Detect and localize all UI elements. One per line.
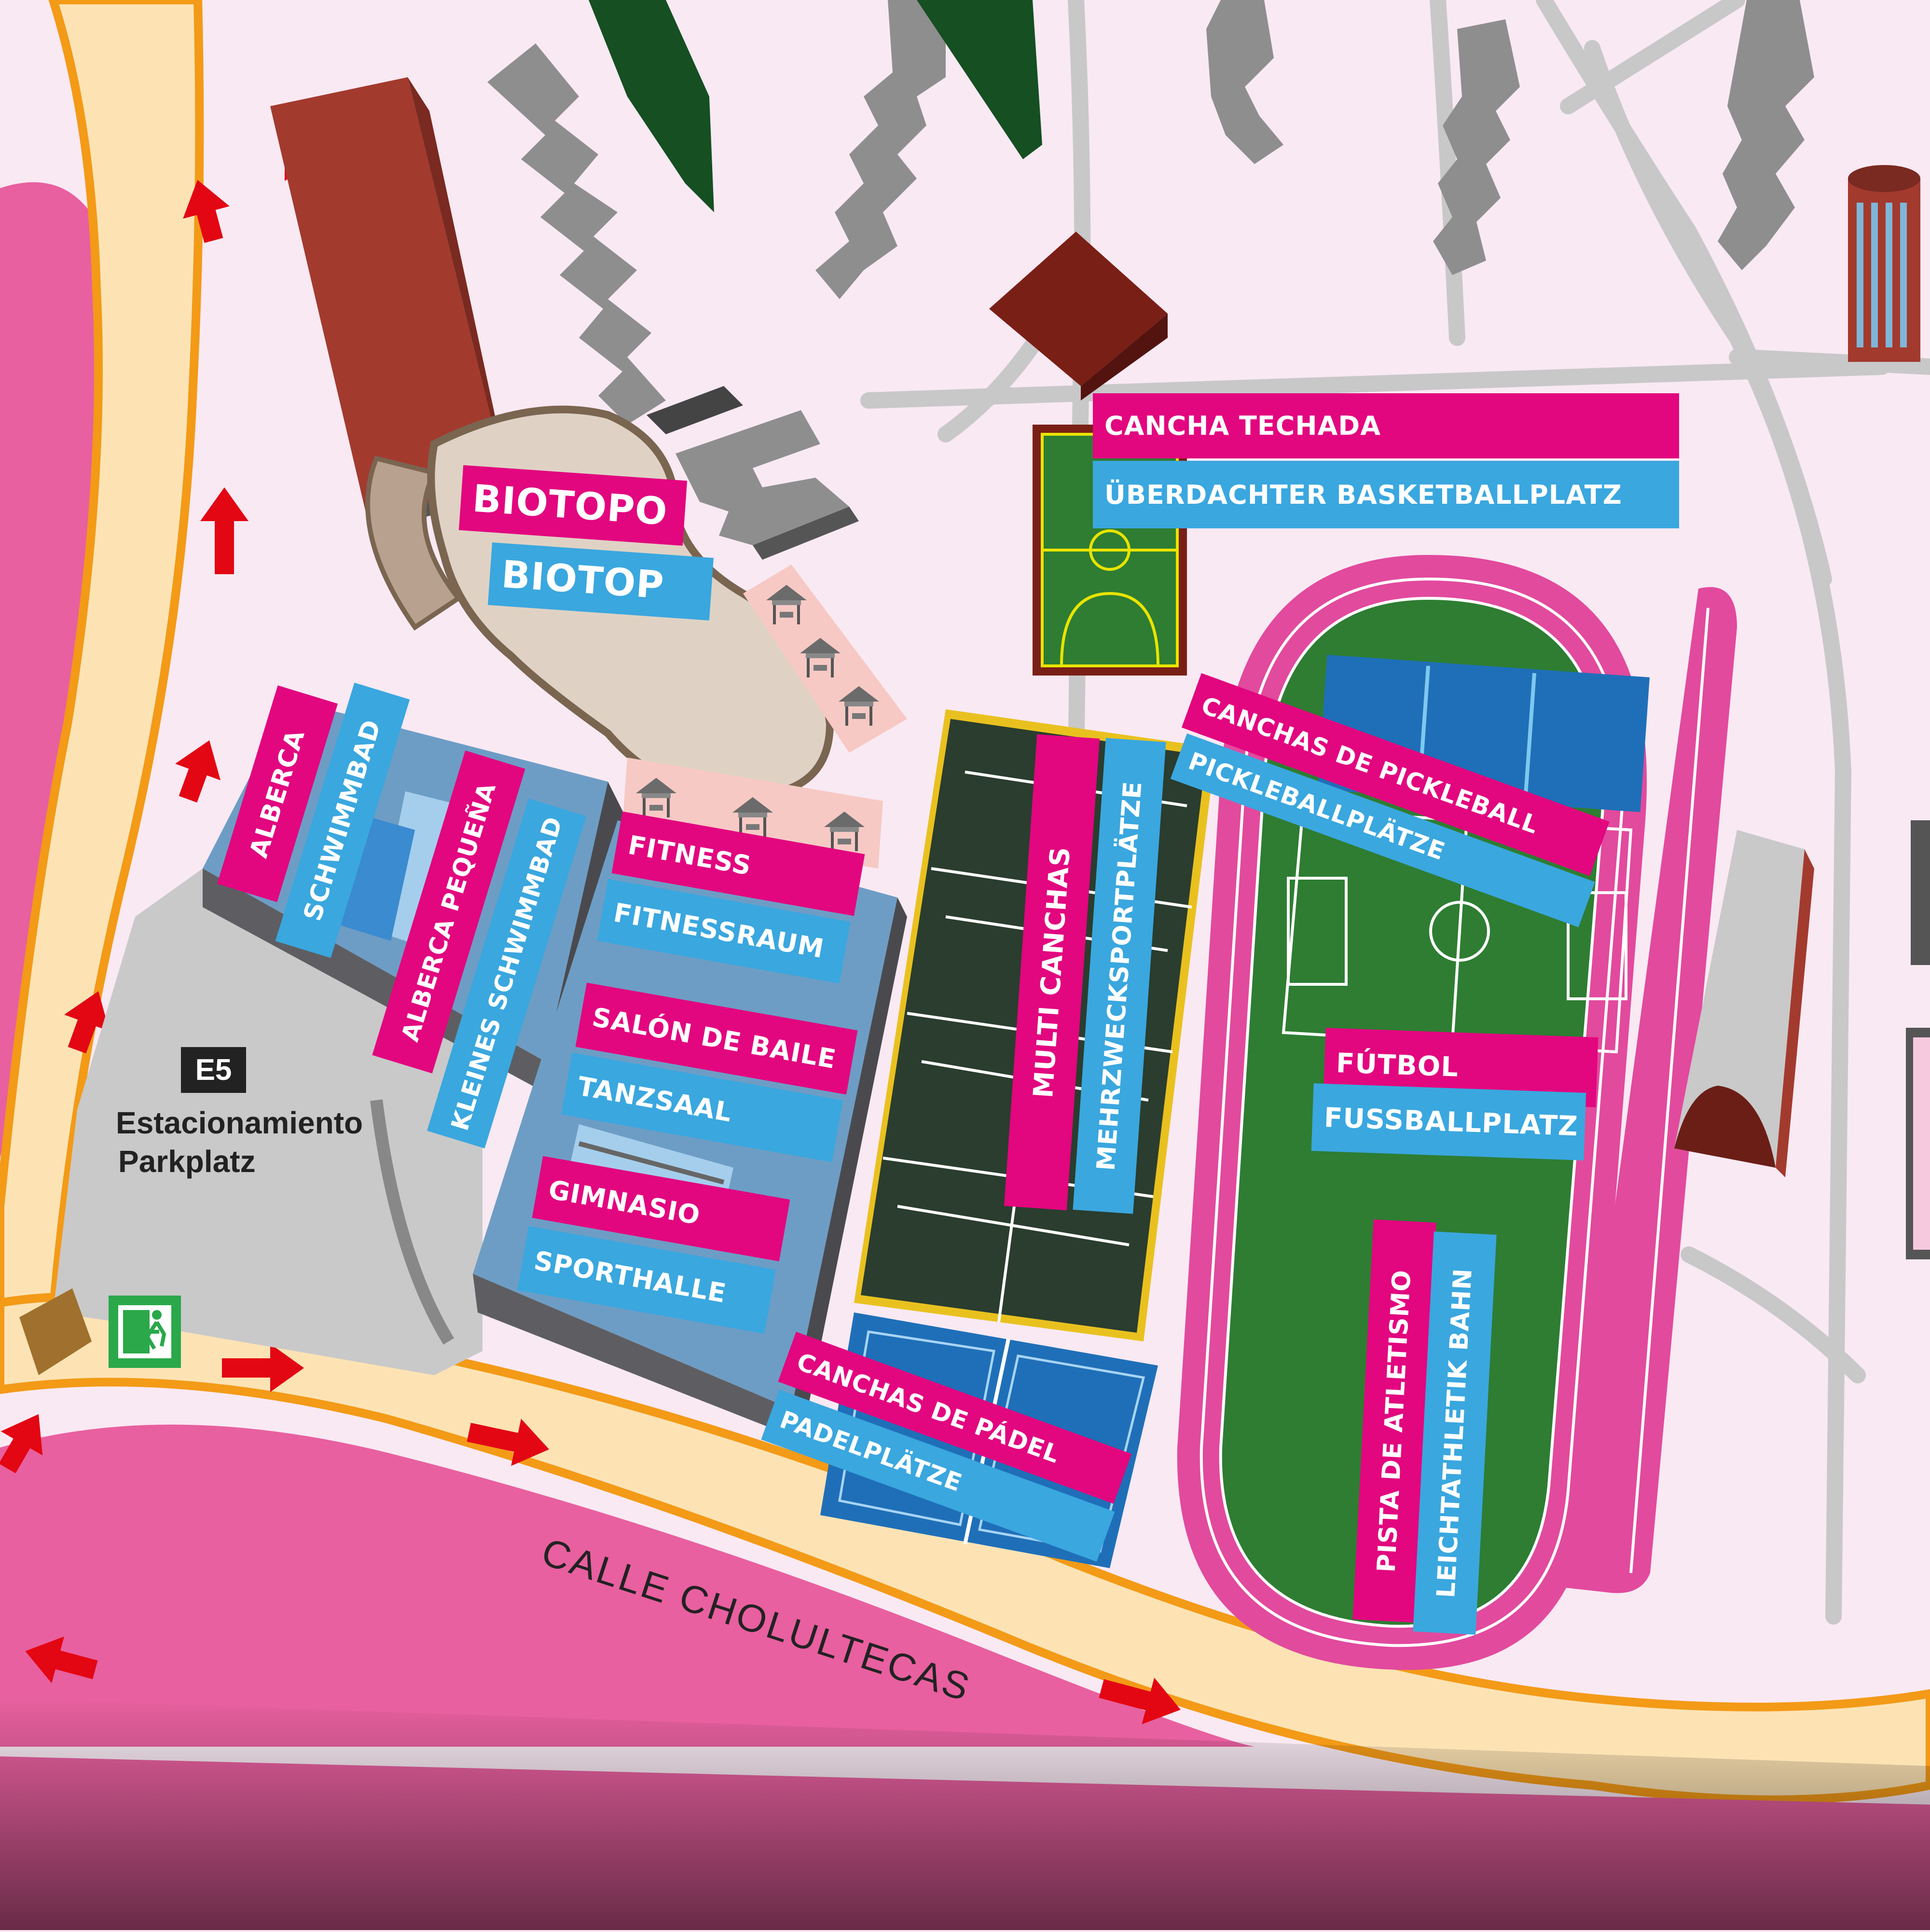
parking-label-de: Parkplatz: [118, 1144, 256, 1179]
grandstand-building: [1674, 830, 1814, 1177]
tree: [589, 0, 714, 212]
tower: [1848, 165, 1920, 362]
running-lane: [1563, 587, 1737, 1593]
amphitheater: [365, 455, 462, 631]
booth: [19, 1288, 92, 1375]
label-cancha-techada: CANCHA TECHADA: [1093, 393, 1679, 458]
parking-label: Estacionamiento: [116, 1105, 363, 1140]
label-basketball-de: ÜBERDACHTER BASKETBALLPLATZ: [1093, 461, 1679, 528]
building-diamond: [989, 232, 1168, 400]
direction-arrows: [0, 150, 1181, 1725]
building-edge: [1911, 820, 1930, 965]
lower-park-area: [0, 1424, 1254, 1747]
tree: [917, 0, 1042, 159]
bottom-fade: [0, 1698, 1930, 1930]
label-fussballplatz: FUSSBALLPLATZ: [1311, 1083, 1586, 1160]
footpaths: [860, 0, 1930, 1625]
parking-badge: E5: [181, 1047, 246, 1093]
exit-sign-icon: [109, 1296, 181, 1368]
buildings-gray: [487, 0, 1814, 560]
